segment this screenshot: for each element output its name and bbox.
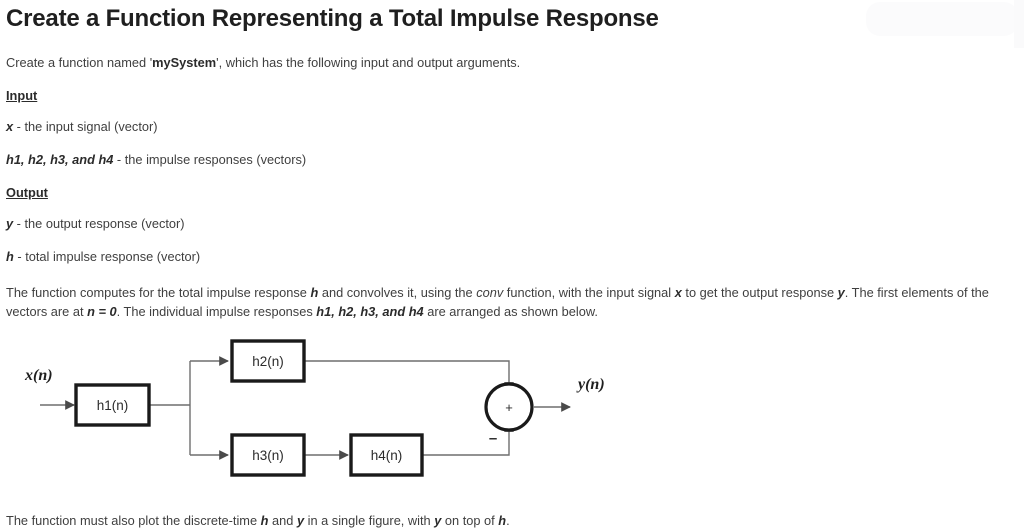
input-arg-h: h1, h2, h3, and h4 - the impulse respons… <box>6 150 1016 169</box>
desc-seg-7: are arranged as shown below. <box>423 304 598 319</box>
desc-seg-2: and convolves it, using the <box>318 285 477 300</box>
footer-symbol-h-2: h <box>498 513 507 528</box>
input-arg-x-description: - the input signal (vector) <box>13 119 158 134</box>
intro-paragraph: Create a function named 'mySystem', whic… <box>6 53 1016 72</box>
block-h4[interactable]: h4(n) <box>349 433 424 477</box>
desc-seg-1: The function computes for the total impu… <box>6 285 311 300</box>
footer-symbol-h: h <box>260 513 269 528</box>
footer-seg-2: and <box>268 513 297 528</box>
page-title: Create a Function Representing a Total I… <box>6 5 659 32</box>
input-arg-x: x - the input signal (vector) <box>6 117 1016 136</box>
diagram-input-label: x(n) <box>24 367 53 384</box>
desc-seg-6: . The individual impulse responses <box>116 304 317 319</box>
footer-seg-4: on top of <box>441 513 499 528</box>
footer-paragraph: The function must also plot the discrete… <box>6 511 1016 530</box>
input-section-heading: Input <box>6 88 38 103</box>
desc-seg-4: to get the output response <box>681 285 838 300</box>
footer-symbol-y-2: y <box>434 513 442 528</box>
summing-junction-plus-sign: + <box>505 400 513 415</box>
output-arg-h: h - total impulse response (vector) <box>6 247 1016 266</box>
function-name: mySystem <box>152 55 217 70</box>
block-h1-label: h1(n) <box>97 398 129 413</box>
block-h3[interactable]: h3(n) <box>230 433 306 477</box>
intro-prefix: Create a function named ' <box>6 55 153 70</box>
summing-junction-minus-sign: – <box>489 430 497 447</box>
summing-junction[interactable]: + – <box>484 382 534 447</box>
block-h2[interactable]: h2(n) <box>230 339 306 383</box>
desc-symbol-h: h <box>310 285 319 300</box>
desc-symbol-y: y <box>837 285 845 300</box>
input-arg-h-description: - the impulse responses (vectors) <box>113 152 307 167</box>
desc-symbol-h-list: h1, h2, h3, and h4 <box>316 304 424 319</box>
output-arg-y-symbol: y <box>6 216 14 231</box>
output-section-heading: Output <box>6 185 48 200</box>
block-h2-label: h2(n) <box>252 354 284 369</box>
output-arg-h-symbol: h <box>6 249 14 264</box>
block-diagram: h1(n) h2(n) h3(n) h4(n) + – x(n) <box>10 333 650 493</box>
footer-seg-5: . <box>506 513 510 528</box>
desc-seg-5: . The first elements of the vectors are … <box>6 285 989 319</box>
desc-seg-3: function, with the input signal <box>503 285 675 300</box>
block-diagram-svg: h1(n) h2(n) h3(n) h4(n) + – x(n) <box>24 339 605 477</box>
block-h4-label: h4(n) <box>371 448 403 463</box>
intro-suffix: ', which has the following input and out… <box>216 55 521 70</box>
footer-symbol-y: y <box>296 513 305 528</box>
output-arg-y-description: - the output response (vector) <box>13 216 185 231</box>
desc-symbol-conv: conv <box>476 285 504 300</box>
output-arg-h-description: - total impulse response (vector) <box>13 249 201 264</box>
footer-seg-1: The function must also plot the discrete… <box>6 513 261 528</box>
diagram-output-label: y(n) <box>576 376 605 393</box>
block-h1[interactable]: h1(n) <box>74 383 151 427</box>
footer-seg-3: in a single figure, with <box>304 513 435 528</box>
wire-h4-to-summer <box>422 422 514 456</box>
description-paragraph: The function computes for the total impu… <box>6 283 1006 321</box>
input-arg-h-symbol: h1, h2, h3, and h4 <box>6 152 114 167</box>
desc-symbol-n0: n = 0 <box>87 304 117 319</box>
desc-symbol-x: x <box>674 285 682 300</box>
wire-h2-to-summer <box>304 360 514 392</box>
input-arg-x-symbol: x <box>6 119 14 134</box>
block-h3-label: h3(n) <box>252 448 284 463</box>
output-arg-y: y - the output response (vector) <box>6 214 1016 233</box>
